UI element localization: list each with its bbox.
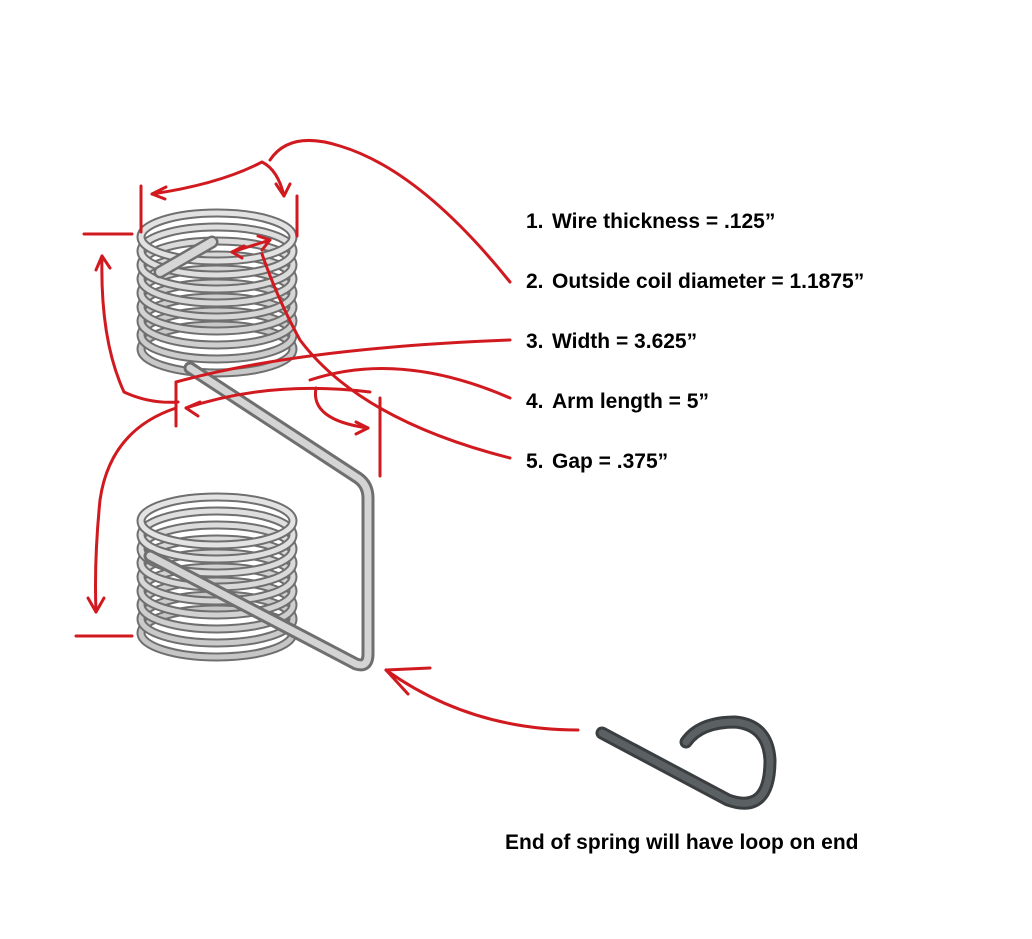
spec-arm-length-label: Arm length = 5” [552, 390, 709, 413]
spring-arm [143, 361, 375, 672]
spec-gap: 5. [526, 450, 544, 473]
loop-caption: End of spring will have loop on end [505, 831, 859, 854]
spec-wire-thickness-label: Wire thickness = .125” [552, 210, 775, 233]
lower-coil [136, 492, 298, 662]
upper-coil [136, 208, 298, 378]
spec-outside-coil-diameter-label: Outside coil diameter = 1.1875” [552, 270, 864, 293]
spec-gap-label: Gap = .375” [552, 450, 668, 473]
spec-wire-thickness: 1. [526, 210, 544, 233]
spec-list: 1. Wire thickness = .125” 2. Outside coi… [526, 210, 864, 473]
spec-width-label: Width = 3.625” [552, 330, 697, 353]
spec-width: 3. [526, 330, 544, 353]
spec-outside-coil-diameter: 2. [526, 270, 544, 293]
annotation-marks [74, 139, 580, 732]
spec-arm-length: 4. [526, 390, 544, 413]
end-loop-detail [595, 715, 777, 810]
